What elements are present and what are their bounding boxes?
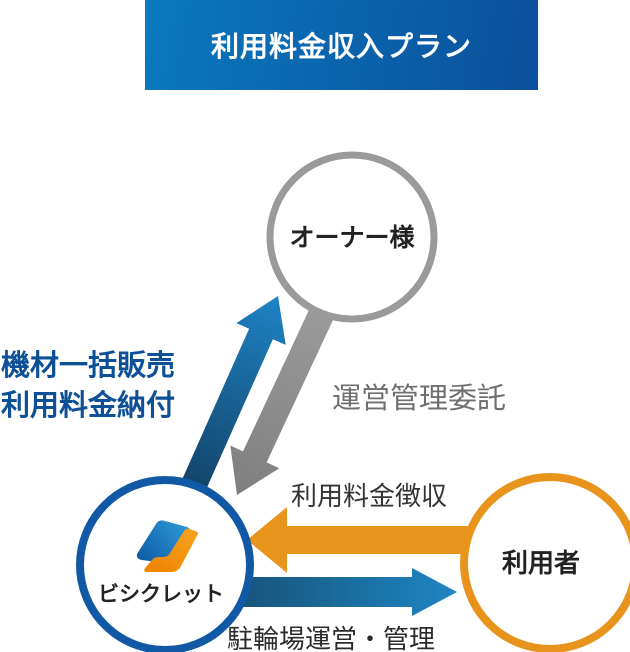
equipment-sale-label-line2: 利用料金納付: [1, 390, 176, 422]
management-arrow: [230, 279, 347, 495]
bicyclet-logo-orange-shape: [144, 528, 199, 572]
operation-arrow: [237, 568, 457, 616]
owner-node-label: オーナー様: [289, 224, 415, 252]
page-title: 利用料金収入プラン: [210, 31, 472, 62]
management-label: 運営管理委託: [332, 383, 507, 415]
fee-collection-label: 利用料金徴収: [291, 481, 448, 511]
user-node: [460, 473, 630, 652]
bicyclet-node-label: ビシクレット: [98, 583, 224, 606]
user-node-label: 利用者: [502, 548, 580, 578]
equipment-sale-label: 機材一括販売 利用料金納付: [1, 346, 175, 426]
title-banner: 利用料金収入プラン: [145, 0, 538, 90]
equipment-sale-label-line1: 機材一括販売: [1, 350, 176, 382]
operation-label: 駐輪場運営・管理: [227, 624, 436, 652]
equipment-sale-arrow: [173, 296, 286, 511]
owner-node: [266, 151, 438, 323]
bicyclet-logo-icon: [136, 520, 199, 572]
bicyclet-logo-blue-shape: [136, 520, 191, 564]
fee-collection-arrow: [247, 507, 468, 573]
